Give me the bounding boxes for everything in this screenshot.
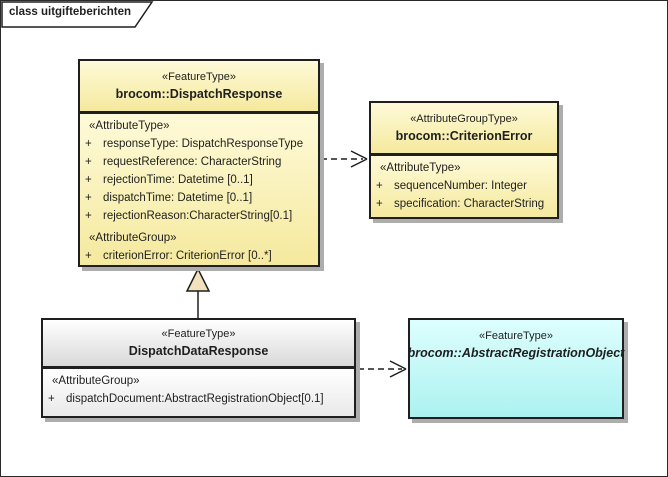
attribute-compartment: «AttributeType» + responseType: Dispatch… — [80, 111, 318, 265]
dependency-arrow-dispatchdataresponse-abstractregistrationobject[interactable] — [358, 360, 407, 378]
attribute-section-heading: «AttributeType» — [89, 120, 170, 132]
class-box-criterion-error[interactable]: «AttributeGroupType» brocom::CriterionEr… — [369, 101, 559, 219]
open-arrowhead-icon — [389, 360, 407, 378]
attribute-compartment: «AttributeGroup» + dispatchDocument:Abst… — [43, 366, 354, 416]
attribute-section-heading: «AttributeGroup» — [52, 375, 140, 387]
visibility-marker: + — [85, 192, 92, 204]
generalization-arrow-dispatchdataresponse-dispatchresponse[interactable] — [185, 267, 211, 318]
class-name: brocom::AbstractRegistrationObject — [407, 346, 625, 360]
stereotype-label: «AttributeGroupType» — [410, 113, 518, 125]
stereotype-label: «FeatureType» — [479, 330, 553, 342]
attribute-row: + requestReference: CharacterString — [80, 153, 315, 171]
attribute-row: + dispatchDocument:AbstractRegistrationO… — [43, 390, 351, 408]
visibility-marker: + — [85, 250, 92, 262]
attribute-section-heading: «AttributeType» — [380, 162, 461, 174]
attribute-row: + specification: CharacterString — [371, 195, 554, 213]
stereotype-label: «FeatureType» — [161, 328, 236, 340]
visibility-marker: + — [85, 138, 92, 150]
diagram-frame-label: class uitgifteberichten — [9, 6, 132, 18]
attribute-row: + rejectionTime: Datetime [0..1] — [80, 171, 315, 189]
visibility-marker: + — [85, 210, 92, 222]
class-name: brocom::CriterionError — [395, 129, 533, 143]
class-header: «FeatureType» brocom::AbstractRegistrati… — [407, 320, 625, 362]
attribute-compartment: «AttributeType» + sequenceNumber: Intege… — [371, 153, 557, 217]
class-header: «AttributeGroupType» brocom::CriterionEr… — [371, 103, 557, 153]
visibility-marker: + — [85, 156, 92, 168]
attribute-text: rejectionTime: Datetime [0..1] — [103, 174, 253, 186]
attribute-row: + dispatchTime: Datetime [0..1] — [80, 189, 315, 207]
attribute-row: + responseType: DispatchResponseType — [80, 135, 315, 153]
attribute-row: + rejectionReason:CharacterString[0.1] — [80, 207, 315, 225]
attribute-text: sequenceNumber: Integer — [394, 180, 527, 192]
class-box-dispatch-data-response[interactable]: «FeatureType» DispatchDataResponse «Attr… — [41, 318, 356, 418]
generalization-triangle-icon — [185, 267, 211, 292]
attribute-text: responseType: DispatchResponseType — [103, 138, 304, 150]
class-name: brocom::DispatchResponse — [115, 87, 283, 101]
frame-tab — [1, 1, 154, 28]
class-name: DispatchDataResponse — [128, 344, 269, 358]
attribute-text: rejectionReason:CharacterString[0.1] — [103, 210, 293, 222]
attribute-text: requestReference: CharacterString — [103, 156, 282, 168]
dependency-arrow-dispatchresponse-criterionerror[interactable] — [321, 150, 368, 168]
attribute-row: + criterionError: CriterionError [0..*] — [80, 247, 315, 265]
class-header: «FeatureType» brocom::DispatchResponse — [80, 61, 318, 111]
class-box-dispatch-response[interactable]: «FeatureType» brocom::DispatchResponse «… — [78, 59, 320, 267]
visibility-marker: + — [376, 180, 383, 192]
attribute-text: criterionError: CriterionError [0..*] — [103, 250, 272, 262]
attribute-section-heading: «AttributeGroup» — [89, 232, 177, 244]
visibility-marker: + — [376, 198, 383, 210]
visibility-marker: + — [85, 174, 92, 186]
stereotype-label: «FeatureType» — [162, 71, 236, 83]
class-header: «FeatureType» DispatchDataResponse — [43, 320, 354, 366]
attribute-text: dispatchTime: Datetime [0..1] — [103, 192, 253, 204]
class-box-abstract-registration-object[interactable]: «FeatureType» brocom::AbstractRegistrati… — [408, 318, 624, 419]
attribute-text: dispatchDocument:AbstractRegistrationObj… — [66, 393, 324, 405]
visibility-marker: + — [48, 393, 55, 405]
attribute-row: + sequenceNumber: Integer — [371, 177, 554, 195]
attribute-text: specification: CharacterString — [394, 198, 545, 210]
open-arrowhead-icon — [350, 150, 368, 168]
